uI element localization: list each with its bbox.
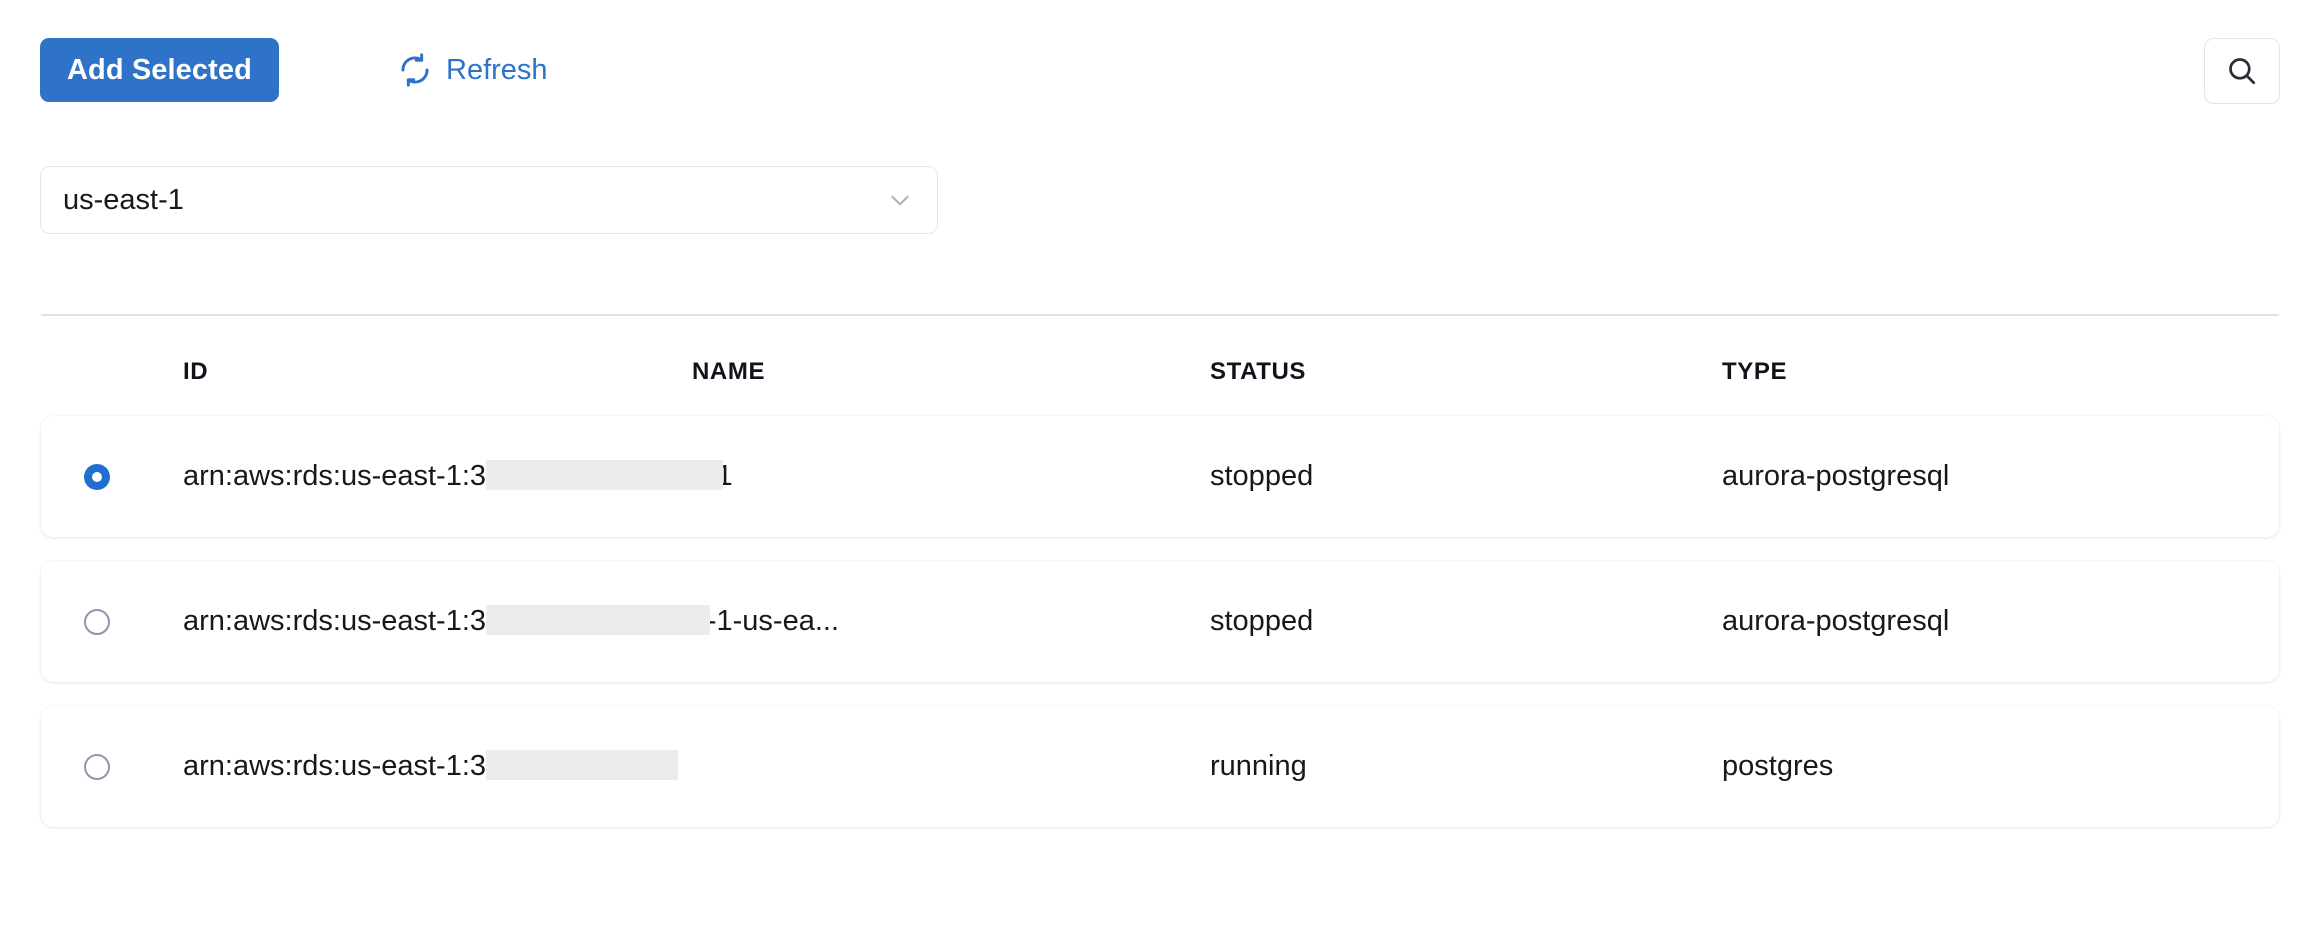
column-header-status: STATUS xyxy=(1210,358,1306,386)
cell-id: arn:aws:rds:us-east-1:3 todo-ecs-rds xyxy=(183,706,1213,827)
radio-button-selected[interactable] xyxy=(84,464,110,490)
table-row[interactable]: arn:aws:rds:us-east-1:3 todo-ecs-rds runn… xyxy=(41,706,2279,827)
cell-status: stopped xyxy=(1210,416,1630,537)
toolbar: Add Selected Refresh xyxy=(0,0,2298,120)
chevron-down-icon xyxy=(887,187,913,213)
cell-id: arn:aws:rds:us-east-1:3 base-1-instance-… xyxy=(183,416,1213,537)
refresh-icon xyxy=(398,53,432,87)
instance-arn: arn:aws:rds:us-east-1:3 base-1-instance-… xyxy=(183,605,839,638)
search-button[interactable] xyxy=(2204,38,2280,104)
column-header-type: TYPE xyxy=(1722,358,1787,386)
table-body: arn:aws:rds:us-east-1:3 base-1-instance-… xyxy=(0,416,2298,827)
cell-status: stopped xyxy=(1210,561,1630,682)
region-select-value: us-east-1 xyxy=(63,184,887,217)
cell-type: aurora-postgresql xyxy=(1722,416,2262,537)
cell-type: postgres xyxy=(1722,706,2262,827)
instance-arn: arn:aws:rds:us-east-1:3 base-1-instance-… xyxy=(183,460,733,493)
radio-button[interactable] xyxy=(84,609,110,635)
cell-id: arn:aws:rds:us-east-1:3 base-1-instance-… xyxy=(183,561,1213,682)
table-row[interactable]: arn:aws:rds:us-east-1:3 base-1-instance-… xyxy=(41,416,2279,537)
row-select-cell[interactable] xyxy=(53,561,141,682)
table-header-row: ID NAME STATUS TYPE xyxy=(0,340,2298,416)
section-divider xyxy=(41,314,2279,316)
refresh-label: Refresh xyxy=(446,54,548,87)
add-selected-button[interactable]: Add Selected xyxy=(40,38,279,102)
search-icon xyxy=(2225,54,2259,88)
row-select-cell[interactable] xyxy=(53,706,141,827)
row-select-cell[interactable] xyxy=(53,416,141,537)
refresh-button[interactable]: Refresh xyxy=(390,38,556,102)
column-header-name: NAME xyxy=(692,358,765,386)
column-header-id: ID xyxy=(183,358,208,386)
instance-arn: arn:aws:rds:us-east-1:3 todo-ecs-rds xyxy=(183,750,662,783)
instances-table: ID NAME STATUS TYPE arn:aws:rds:us-east-… xyxy=(0,340,2298,851)
radio-button[interactable] xyxy=(84,754,110,780)
cell-status: running xyxy=(1210,706,1630,827)
table-row[interactable]: arn:aws:rds:us-east-1:3 base-1-instance-… xyxy=(41,561,2279,682)
cell-type: aurora-postgresql xyxy=(1722,561,2262,682)
region-select[interactable]: us-east-1 xyxy=(40,166,938,234)
